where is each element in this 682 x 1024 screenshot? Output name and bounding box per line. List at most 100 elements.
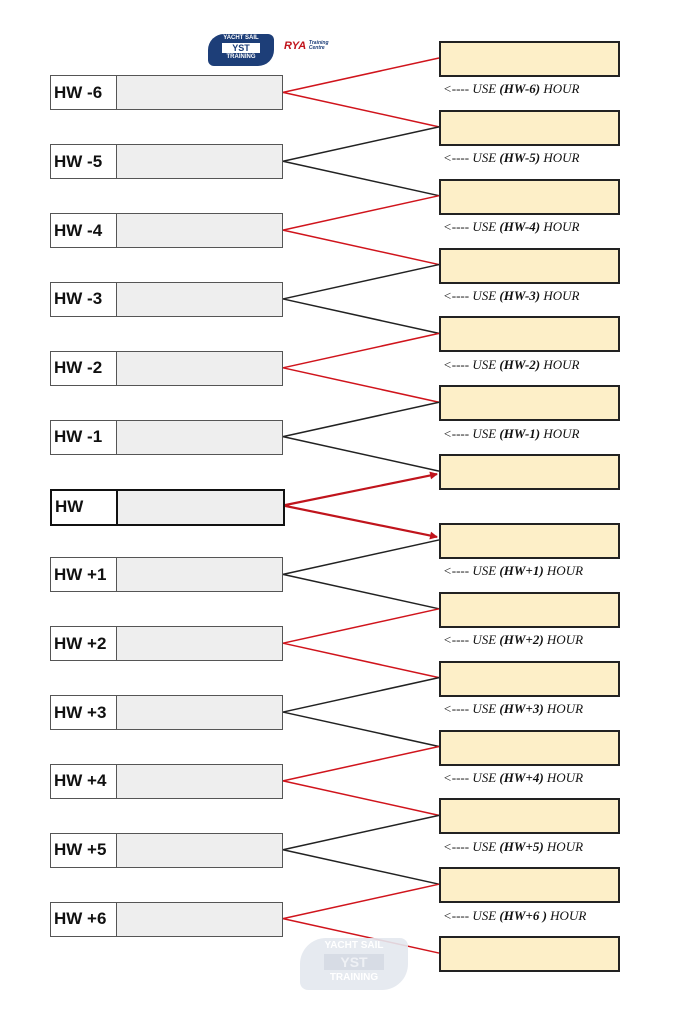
hour-row: HW -4	[50, 213, 283, 249]
rya-logo-sub: Training Centre	[308, 40, 329, 51]
use-hour-note: <---- USE (HW+6 ) HOUR	[443, 908, 586, 924]
use-prefix: <---- USE	[443, 632, 500, 648]
use-hour: (HW+6 )	[499, 907, 547, 923]
yst-logo-mid: YST	[222, 43, 260, 53]
use-prefix: <---- USE	[443, 907, 500, 923]
time-input[interactable]	[117, 833, 282, 867]
tide-height-box[interactable]	[439, 385, 620, 422]
use-hour-note: <---- USE (HW-6) HOUR	[443, 81, 579, 97]
connector-line	[282, 608, 440, 644]
connector-line	[282, 332, 440, 369]
tide-height-box[interactable]	[439, 41, 620, 77]
connector-line	[282, 642, 440, 679]
hour-label: HW -3	[51, 282, 117, 316]
connector-line	[282, 126, 440, 162]
use-prefix: <---- USE	[443, 219, 500, 235]
hour-label: HW +4	[51, 764, 117, 798]
use-prefix: <---- USE	[443, 563, 500, 579]
connector-line	[282, 883, 440, 920]
time-input[interactable]	[117, 558, 282, 592]
connector-line	[282, 263, 440, 300]
yst-logo-bottom: TRAINING	[226, 54, 256, 60]
time-input[interactable]	[117, 764, 282, 798]
use-hour: (HW-5)	[499, 150, 541, 166]
tide-height-box[interactable]	[439, 522, 620, 559]
use-prefix: <---- USE	[443, 150, 500, 166]
tide-height-box[interactable]	[439, 729, 620, 766]
use-hour-note: <---- USE (HW+5) HOUR	[443, 839, 583, 855]
connector-line	[282, 711, 440, 748]
connector-line	[282, 676, 440, 713]
time-input[interactable]	[117, 214, 282, 248]
hour-label: HW	[52, 490, 118, 524]
use-prefix: <---- USE	[443, 287, 500, 303]
use-suffix: HOUR	[543, 563, 584, 579]
hour-label: HW -2	[51, 351, 117, 385]
use-suffix: HOUR	[543, 838, 584, 854]
use-suffix: HOUR	[540, 219, 580, 235]
tide-height-box[interactable]	[439, 591, 620, 628]
hour-row: HW -5	[50, 144, 283, 180]
time-input[interactable]	[117, 282, 282, 316]
connector-line	[282, 194, 440, 231]
time-input[interactable]	[117, 351, 282, 385]
use-hour-note: <---- USE (HW-5) HOUR	[443, 150, 579, 166]
use-prefix: <---- USE	[443, 356, 500, 372]
hour-row: HW -1	[50, 419, 283, 455]
tide-height-box[interactable]	[439, 936, 620, 973]
tide-height-box[interactable]	[439, 454, 620, 491]
hour-label: HW +2	[51, 627, 117, 661]
tide-height-box[interactable]	[439, 867, 620, 904]
connector-line	[282, 367, 440, 403]
use-hour-note: <---- USE (HW+2) HOUR	[443, 632, 583, 648]
use-suffix: HOUR	[543, 701, 584, 717]
tide-height-box[interactable]	[439, 798, 620, 835]
use-hour: (HW+4)	[499, 769, 544, 785]
use-hour: (HW+1)	[499, 563, 544, 579]
time-input[interactable]	[117, 420, 282, 454]
use-prefix: <---- USE	[443, 838, 500, 854]
use-hour: (HW-2)	[499, 356, 541, 372]
connector-line	[282, 780, 440, 817]
use-hour-note: <---- USE (HW-3) HOUR	[443, 288, 579, 304]
time-input[interactable]	[118, 490, 283, 524]
time-input[interactable]	[117, 696, 282, 730]
connector-line	[282, 160, 440, 197]
use-prefix: <---- USE	[443, 769, 500, 785]
time-input[interactable]	[117, 76, 282, 110]
tide-height-box[interactable]	[439, 247, 620, 284]
use-prefix: <---- USE	[443, 425, 500, 441]
rya-logo: RYA Training Centre	[284, 40, 331, 52]
use-hour-note: <---- USE (HW-4) HOUR	[443, 219, 579, 235]
time-input[interactable]	[117, 627, 282, 661]
hour-label: HW -4	[51, 214, 117, 248]
time-input[interactable]	[117, 145, 282, 179]
use-prefix: <---- USE	[443, 701, 500, 717]
connector-line	[282, 401, 440, 438]
connector-line	[282, 745, 440, 782]
use-hour: (HW-4)	[499, 219, 541, 235]
use-hour-note: <---- USE (HW-2) HOUR	[443, 357, 579, 373]
use-suffix: HOUR	[543, 769, 584, 785]
tide-height-box[interactable]	[439, 316, 620, 353]
use-hour-note: <---- USE (HW-1) HOUR	[443, 426, 579, 442]
connector-line	[282, 917, 440, 954]
hour-label: HW +3	[51, 696, 117, 730]
tide-height-box[interactable]	[439, 660, 620, 697]
time-input[interactable]	[117, 902, 282, 936]
hour-row: HW	[50, 488, 285, 526]
hour-row: HW -3	[50, 281, 283, 317]
hour-label: HW +6	[51, 902, 117, 936]
use-suffix: HOUR	[540, 356, 580, 372]
connector-line	[282, 91, 440, 128]
tide-height-box[interactable]	[439, 109, 620, 146]
tide-height-box[interactable]	[439, 178, 620, 215]
use-hour: (HW+3)	[499, 701, 544, 717]
watermark-top: YACHT SAIL	[324, 940, 384, 951]
use-suffix: HOUR	[540, 425, 580, 441]
watermark-bottom: TRAINING	[329, 972, 379, 983]
connector-line	[282, 229, 440, 266]
hour-row: HW +6	[50, 901, 283, 937]
use-suffix: HOUR	[540, 150, 580, 166]
